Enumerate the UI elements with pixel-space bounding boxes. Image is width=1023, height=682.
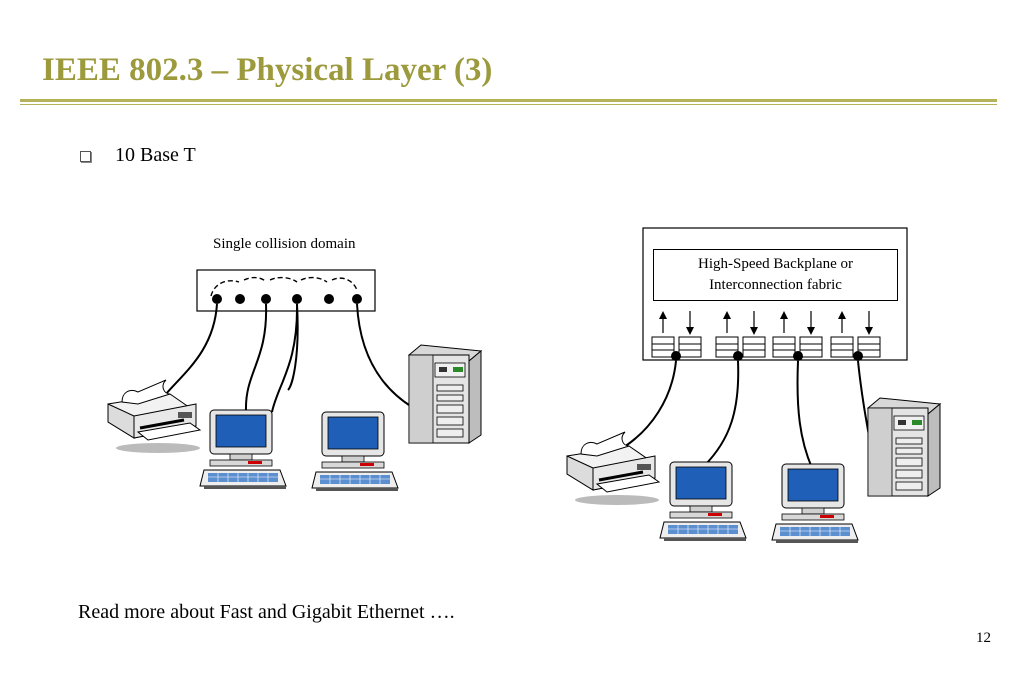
computer-icon xyxy=(659,461,747,542)
printer-icon xyxy=(565,430,661,507)
backplane-label-line1: High-Speed Backplane or xyxy=(698,256,853,272)
server-tower-icon xyxy=(867,397,941,497)
server-tower-icon xyxy=(408,344,482,444)
slide-title: IEEE 802.3 – Physical Layer (3) xyxy=(42,52,493,88)
computer-icon xyxy=(771,463,859,544)
bullet-text: 10 Base T xyxy=(115,144,196,166)
bullet-square-icon xyxy=(80,151,91,162)
footer-text: Read more about Fast and Gigabit Etherne… xyxy=(78,601,455,623)
backplane-label-line2: Interconnection fabric xyxy=(709,277,842,293)
computer-icon xyxy=(311,411,399,492)
hub-ports xyxy=(212,294,362,304)
title-rule xyxy=(20,99,997,102)
page-number: 12 xyxy=(976,630,991,646)
computer-icon xyxy=(199,409,287,490)
title-rule-thin xyxy=(20,104,997,105)
hub-box xyxy=(196,269,376,312)
collision-domain-label: Single collision domain xyxy=(213,236,356,252)
printer-icon xyxy=(106,378,202,455)
backplane-box: High-Speed Backplane or Interconnection … xyxy=(653,249,898,301)
switch-ports xyxy=(671,351,863,361)
